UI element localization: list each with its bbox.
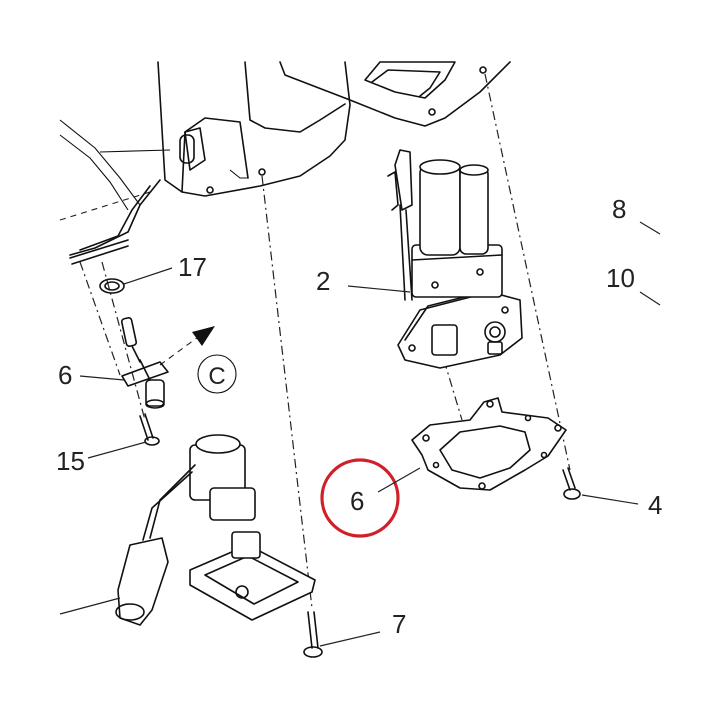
view-c-label: C [208,363,225,390]
label-part-15: 15 [56,446,85,476]
callout-labels: 17 6 15 2 8 10 4 6 7 [56,194,662,639]
part-7-bolt [303,611,323,658]
label-part-6-left: 6 [58,360,72,390]
label-part-17: 17 [178,252,207,282]
label-part-7: 7 [392,609,406,639]
part-2-pump-assembly [387,149,523,369]
view-arrow [192,326,215,346]
part-6-left-connector [120,317,169,409]
part-4-bolt [562,467,581,500]
label-part-4: 4 [648,490,662,520]
label-part-8: 8 [612,194,626,224]
highlight-circle [320,458,400,538]
part-17-washer [99,278,125,294]
view-c-reference: C [197,354,237,394]
label-part-10: 10 [606,263,635,293]
tank-housing-left [59,61,351,265]
part-6-gasket [411,397,567,491]
assembly-guide-lines [79,73,571,609]
part-15-bolt [139,413,160,446]
fuel-sender-float-assembly [115,434,316,626]
tank-housing-right [279,61,511,127]
label-part-6-circled: 6 [350,486,364,516]
label-part-2: 2 [316,266,330,296]
leader-lines [59,221,661,647]
